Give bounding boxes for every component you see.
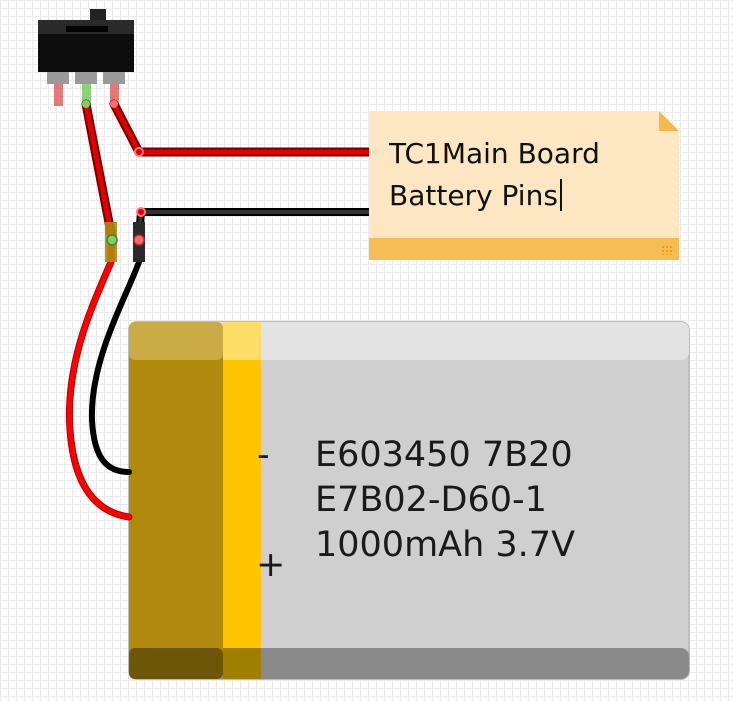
black-wire-outline <box>135 208 373 242</box>
switch-slot <box>66 26 108 32</box>
battery-positive-symbol: + <box>256 545 286 585</box>
battery-black-lead[interactable] <box>88 237 142 475</box>
battery-label: E603450 7B20 E7B02-D60-1 1000mAh 3.7V <box>315 433 575 568</box>
red-wire-switch-to-leg[interactable] <box>83 101 115 241</box>
battery-label-line-2: E7B02-D60-1 <box>315 480 547 520</box>
wire-bend-point-black[interactable] <box>136 207 146 217</box>
red-wire-to-board[interactable] <box>111 101 372 155</box>
red-wire-outline-1 <box>109 99 374 157</box>
battery-terminal-top <box>129 322 223 360</box>
slide-switch[interactable] <box>38 9 134 106</box>
switch-pin-2[interactable] <box>82 84 91 106</box>
red-lead-connector[interactable] <box>106 234 118 246</box>
switch-pin-1[interactable] <box>54 84 63 106</box>
battery-stripe-top <box>223 322 261 360</box>
battery-bottom-shadow <box>129 648 689 679</box>
switch-pin-3[interactable] <box>110 84 119 106</box>
note-line-2: Battery Pins <box>389 175 600 217</box>
switch-pin-base-2 <box>75 72 97 84</box>
wire-bend-point[interactable] <box>134 147 144 157</box>
battery-red-lead[interactable] <box>66 237 132 520</box>
battery-negative-symbol: - <box>257 435 270 475</box>
switch-pin-base-3 <box>103 72 125 84</box>
sticky-note[interactable]: TC1Main Board Battery Pins <box>369 111 679 260</box>
battery-label-line-1: E603450 7B20 <box>315 435 573 475</box>
battery-yellow-stripe <box>223 322 261 679</box>
switch-pin-base-1 <box>47 72 69 84</box>
black-lead-connector[interactable] <box>133 234 145 246</box>
switch-pin-3-endpoint[interactable] <box>110 100 118 108</box>
resize-grip-icon[interactable] <box>661 245 673 255</box>
battery-stripe-bottom <box>223 648 261 679</box>
lipo-battery[interactable] <box>128 321 690 680</box>
battery-terminal-tape <box>129 322 223 679</box>
battery-top-highlight <box>129 322 689 360</box>
note-footer-bar <box>369 238 679 260</box>
battery-label-line-3: 1000mAh 3.7V <box>315 525 576 565</box>
battery-terminal-bottom <box>129 648 223 679</box>
note-line-2-text: Battery Pins <box>389 179 558 212</box>
note-text[interactable]: TC1Main Board Battery Pins <box>389 133 600 217</box>
text-caret <box>559 179 562 211</box>
note-line-1: TC1Main Board <box>389 137 600 170</box>
wire-endpoints <box>82 100 146 246</box>
switch-pin-2-endpoint[interactable] <box>82 100 90 108</box>
